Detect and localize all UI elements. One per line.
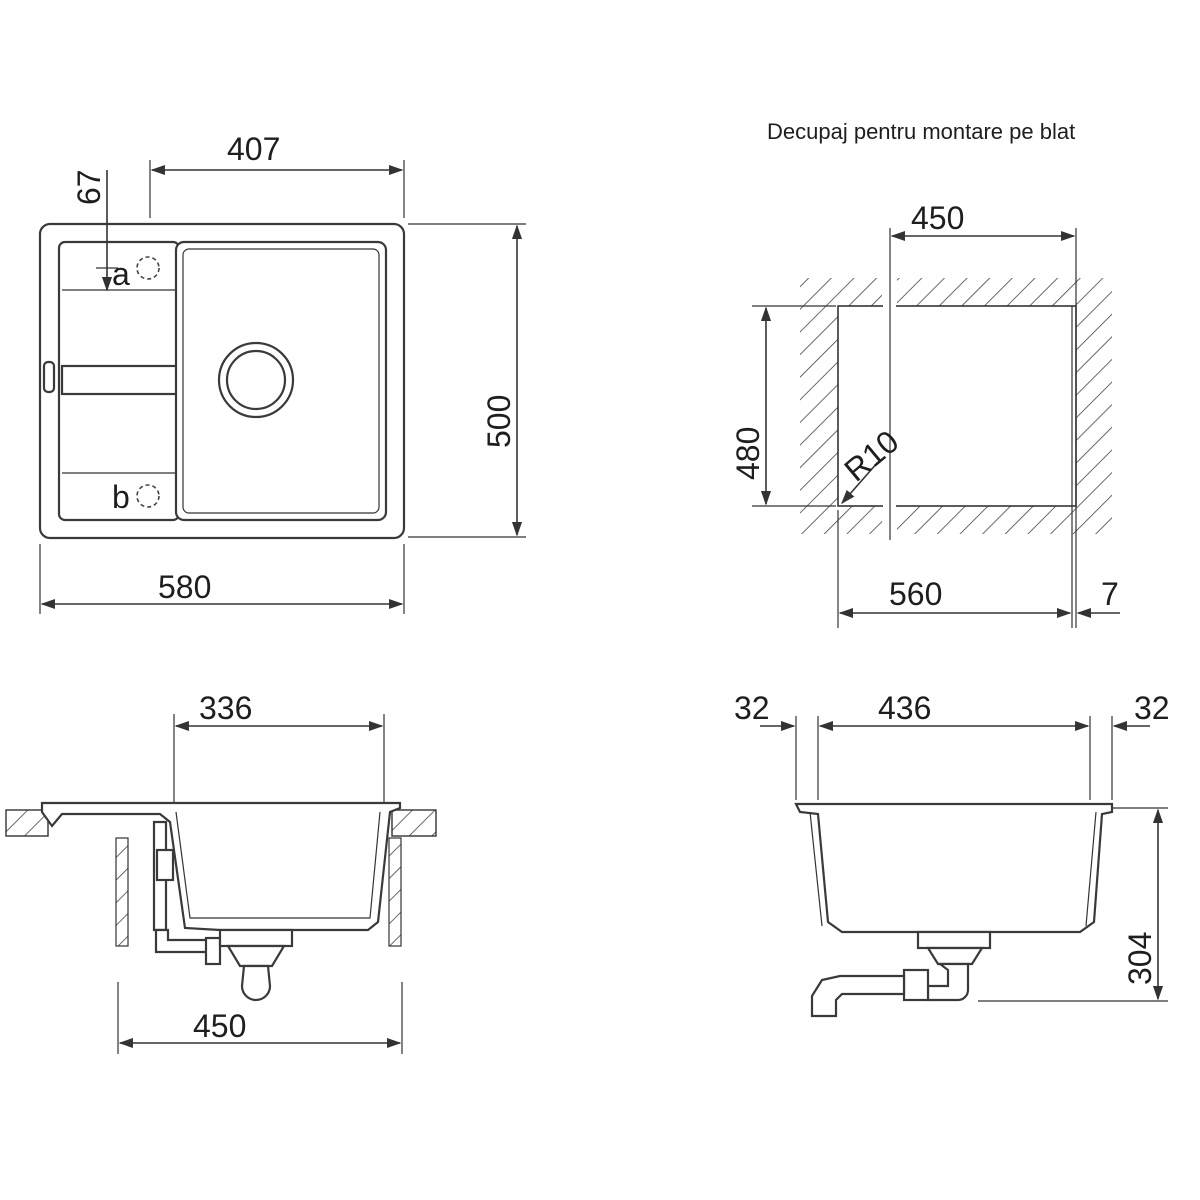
cutout-opening <box>837 305 1077 507</box>
dim-336: 336 <box>199 690 252 726</box>
front-section: 336 450 <box>5 690 437 1054</box>
dim-304: 304 <box>1122 932 1158 985</box>
dim-cutout-450: 450 <box>911 200 964 236</box>
cabinet-left-wall <box>115 837 129 947</box>
drain-inner <box>225 349 287 411</box>
counter-right-section <box>391 809 437 837</box>
counter-left-section <box>5 809 49 837</box>
sink-profile-front <box>40 801 402 932</box>
dim-560: 560 <box>889 576 942 612</box>
label-b: b <box>112 479 130 515</box>
label-a: a <box>112 256 130 292</box>
dim-67: 67 <box>71 169 107 205</box>
tap-hole-b <box>136 484 160 508</box>
dim-32-left: 32 <box>734 690 770 726</box>
counter-right-hatch <box>1076 278 1112 534</box>
siphon-trap-side <box>926 962 970 1002</box>
waste-pipe-side <box>810 974 906 1018</box>
sink-profile-side <box>794 802 1114 934</box>
top-view: a b 407 67 500 580 <box>38 131 526 614</box>
dim-436: 436 <box>878 690 931 726</box>
tap-hole-a <box>136 256 160 280</box>
dim-407: 407 <box>227 131 280 167</box>
cabinet-right-wall <box>388 837 402 947</box>
dim-500: 500 <box>481 395 517 448</box>
waste-pipe-front <box>154 928 214 954</box>
dim-7: 7 <box>1101 576 1119 612</box>
cutout-title: Decupaj pentru montare pe blat <box>767 119 1075 144</box>
siphon-trap-front <box>240 964 272 1002</box>
cutout-view: Decupaj pentru montare pe blat 450 480 R… <box>730 119 1120 628</box>
counter-left-hatch <box>800 306 838 506</box>
dim-480: 480 <box>730 427 766 480</box>
side-section: 32 436 32 304 <box>734 690 1170 1018</box>
counter-bottom-left-hatch <box>800 506 882 534</box>
counter-top-left-hatch <box>800 278 882 306</box>
dim-32-right: 32 <box>1134 690 1170 726</box>
counter-bottom-right-hatch <box>897 506 1077 534</box>
dim-580: 580 <box>158 569 211 605</box>
counter-top-right-hatch <box>897 278 1077 306</box>
dim-front-450: 450 <box>193 1008 246 1044</box>
drainer-overflow <box>60 364 180 396</box>
